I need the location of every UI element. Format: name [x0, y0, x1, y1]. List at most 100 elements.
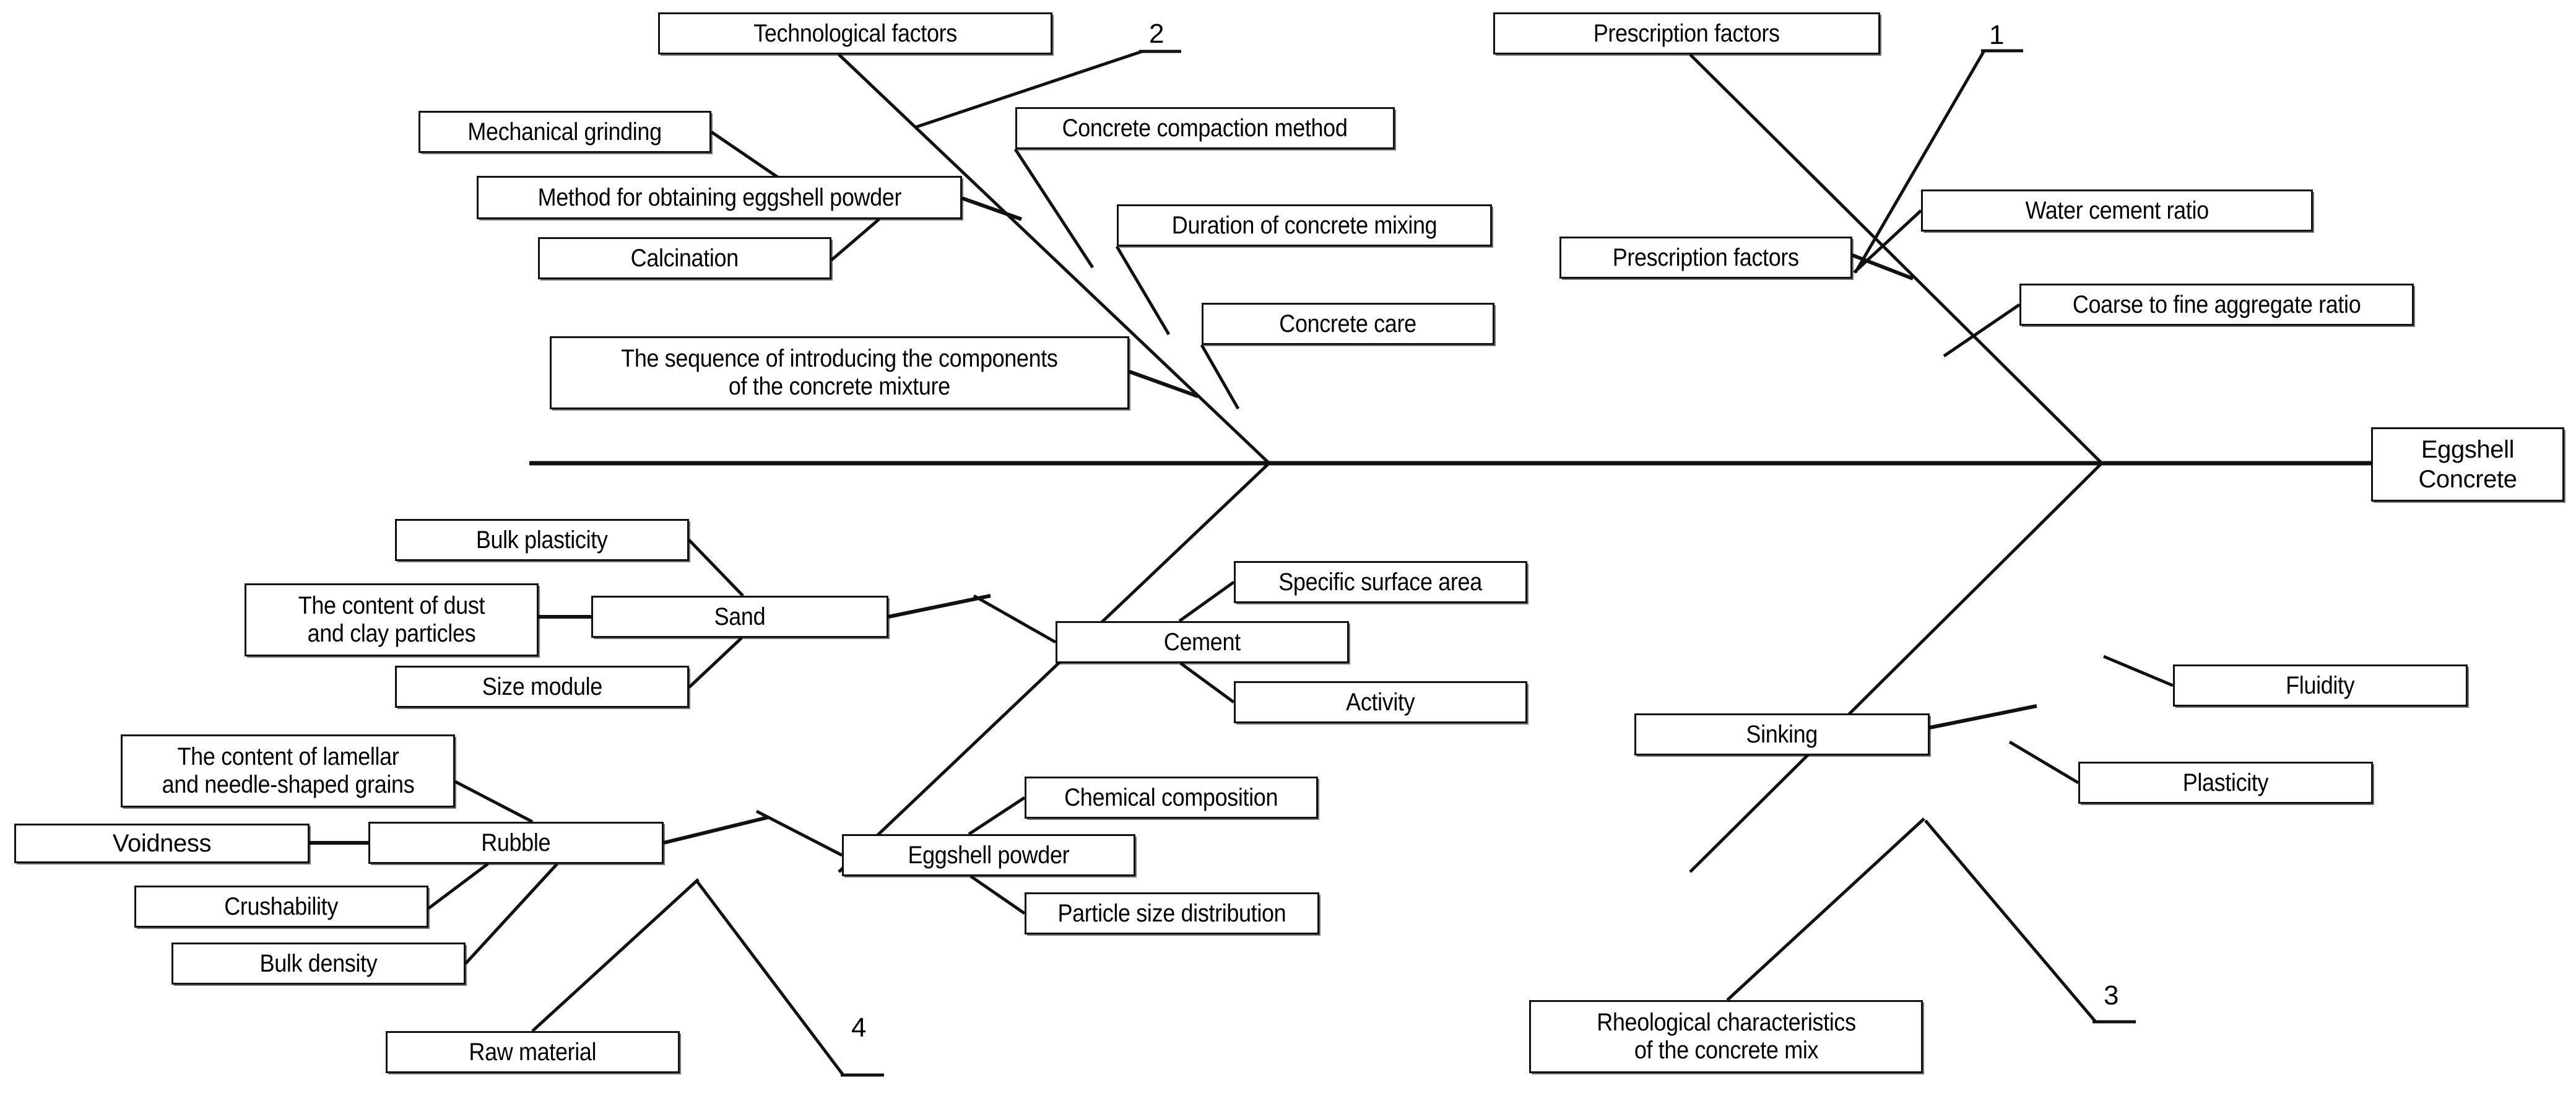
branch-3-number-leader [1924, 819, 2097, 1023]
line-plasticity [2008, 740, 2079, 785]
node-sequence-of-components[interactable]: The sequence of introducing the componen… [550, 336, 1129, 409]
line-sand-to-rib [888, 594, 991, 619]
line-water-cement-ratio [1853, 209, 1922, 274]
line-mechanical-grinding [710, 130, 783, 181]
line-raw-material [531, 878, 700, 1032]
line-particle-size [969, 874, 1026, 915]
num-3-label: 3 [2104, 980, 2119, 1011]
line-concrete-compaction [1013, 148, 1095, 269]
line-coarse-fine-ratio [1943, 303, 2021, 358]
line-fluidity [2103, 655, 2174, 687]
node-label-sequence-of-components: The sequence of introducing the componen… [621, 345, 1058, 400]
node-label-sand: Sand [714, 603, 766, 630]
node-label-duration-concrete-mixing: Duration of concrete mixing [1171, 211, 1438, 239]
node-content-lamellar-needle[interactable]: The content of lamellar and needle-shape… [121, 734, 455, 808]
node-bulk-plasticity[interactable]: Bulk plasticity [395, 519, 689, 561]
node-voidness[interactable]: Voidness [14, 824, 310, 863]
node-cement[interactable]: Cement [1056, 621, 1349, 663]
node-specific-surface-area[interactable]: Specific surface area [1234, 561, 1527, 603]
node-label-mechanical-grinding: Mechanical grinding [467, 118, 662, 146]
node-label-bulk-plasticity: Bulk plasticity [476, 526, 608, 554]
line-rubble-to-rib [663, 816, 768, 845]
line-method-eggshell [961, 196, 1023, 221]
node-mechanical-grinding[interactable]: Mechanical grinding [418, 111, 711, 153]
node-fluidity[interactable]: Fluidity [2173, 664, 2468, 707]
node-plasticity[interactable]: Plasticity [2078, 762, 2373, 804]
node-label-size-module: Size module [482, 673, 602, 700]
branch-1-number-leader [1854, 50, 1986, 274]
node-label-cement: Cement [1164, 628, 1241, 656]
node-sinking[interactable]: Sinking [1634, 713, 1930, 756]
node-label-method-eggshell-powder: Method for obtaining eggshell powder [537, 183, 901, 211]
node-prescription-factors-top[interactable]: Prescription factors [1493, 12, 1880, 54]
node-label-rheological-characteristics: Rheological characteristics of the concr… [1596, 1009, 1856, 1064]
node-coarse-fine-aggregate-ratio[interactable]: Coarse to fine aggregate ratio [2019, 284, 2414, 326]
line-prescription-inner [1851, 253, 1914, 281]
line-specific-surface [1178, 580, 1235, 623]
node-label-concrete-compaction-method: Concrete compaction method [1062, 114, 1348, 142]
node-rubble[interactable]: Rubble [368, 822, 664, 864]
num-4-label: 4 [851, 1012, 867, 1043]
node-label-coarse-fine-aggregate-ratio: Coarse to fine aggregate ratio [2072, 290, 2361, 318]
node-label-eggshell-powder: Eggshell powder [908, 841, 1070, 869]
node-label-content-lamellar-needle: The content of lamellar and needle-shape… [162, 743, 414, 798]
node-label-plasticity: Plasticity [2182, 769, 2269, 796]
node-label-chemical-composition: Chemical composition [1064, 783, 1278, 811]
node-prescription-factors-inner[interactable]: Prescription factors [1559, 237, 1852, 279]
node-sand[interactable]: Sand [591, 596, 888, 638]
node-label-prescription-factors-inner: Prescription factors [1613, 243, 1799, 271]
node-concrete-care[interactable]: Concrete care [1202, 303, 1494, 345]
node-label-content-dust-clay: The content of dust and clay particles [298, 592, 485, 647]
node-label-concrete-care: Concrete care [1279, 310, 1417, 337]
node-bulk-density[interactable]: Bulk density [171, 943, 466, 985]
node-label-voidness: Voidness [112, 829, 212, 857]
node-eggshell-concrete-head[interactable]: Eggshell Concrete [2371, 427, 2564, 502]
line-concrete-care [1200, 344, 1240, 410]
node-activity[interactable]: Activity [1234, 681, 1527, 723]
node-chemical-composition[interactable]: Chemical composition [1025, 777, 1318, 819]
line-bulk-density [464, 863, 558, 965]
node-label-activity: Activity [1346, 688, 1415, 716]
line-rheological [1726, 817, 1925, 1001]
line-eggshell-to-rib [755, 809, 843, 857]
node-size-module[interactable]: Size module [395, 666, 689, 708]
line-crushability [427, 863, 489, 910]
node-duration-concrete-mixing[interactable]: Duration of concrete mixing [1117, 204, 1492, 246]
node-water-cement-ratio[interactable]: Water cement ratio [1921, 189, 2313, 232]
node-eggshell-powder[interactable]: Eggshell powder [842, 834, 1135, 876]
node-particle-size-distribution[interactable]: Particle size distribution [1025, 892, 1319, 934]
node-label-sinking: Sinking [1746, 720, 1818, 748]
line-calcination [830, 218, 880, 261]
line-cement-to-rib [973, 594, 1057, 644]
line-sequence-components [1128, 370, 1199, 398]
num-1-label: 1 [1989, 20, 2005, 50]
node-label-raw-material: Raw material [469, 1038, 597, 1066]
node-label-water-cement-ratio: Water cement ratio [2025, 196, 2209, 224]
branch-3-rib [1689, 462, 2103, 873]
node-concrete-compaction-method[interactable]: Concrete compaction method [1015, 107, 1395, 149]
node-rheological-characteristics[interactable]: Rheological characteristics of the concr… [1529, 1000, 1923, 1073]
line-size-module [688, 637, 743, 689]
node-label-particle-size-distribution: Particle size distribution [1057, 899, 1286, 927]
node-technological-factors[interactable]: Technological factors [658, 12, 1052, 54]
node-method-eggshell-powder[interactable]: Method for obtaining eggshell powder [477, 176, 962, 219]
node-crushability[interactable]: Crushability [134, 886, 428, 928]
node-label-specific-surface-area: Specific surface area [1278, 568, 1483, 596]
node-content-dust-clay[interactable]: The content of dust and clay particles [245, 583, 539, 656]
node-label-prescription-factors-top: Prescription factors [1594, 19, 1780, 47]
node-calcination[interactable]: Calcination [538, 237, 831, 279]
node-label-rubble: Rubble [481, 829, 551, 856]
node-label-eggshell-concrete-head: Eggshell Concrete [2418, 436, 2517, 493]
branch-4-number-leader [695, 879, 844, 1076]
node-label-crushability: Crushability [224, 892, 339, 920]
num-2-label: 2 [1149, 19, 1164, 49]
line-bulk-plasticity [688, 539, 744, 597]
line-content-lamellar [454, 780, 534, 824]
node-label-fluidity: Fluidity [2286, 671, 2355, 699]
line-activity [1179, 661, 1235, 704]
node-raw-material[interactable]: Raw material [386, 1031, 680, 1073]
node-label-technological-factors: Technological factors [753, 19, 957, 47]
line-chemical-composition [968, 796, 1026, 836]
node-label-bulk-density: Bulk density [259, 949, 378, 977]
